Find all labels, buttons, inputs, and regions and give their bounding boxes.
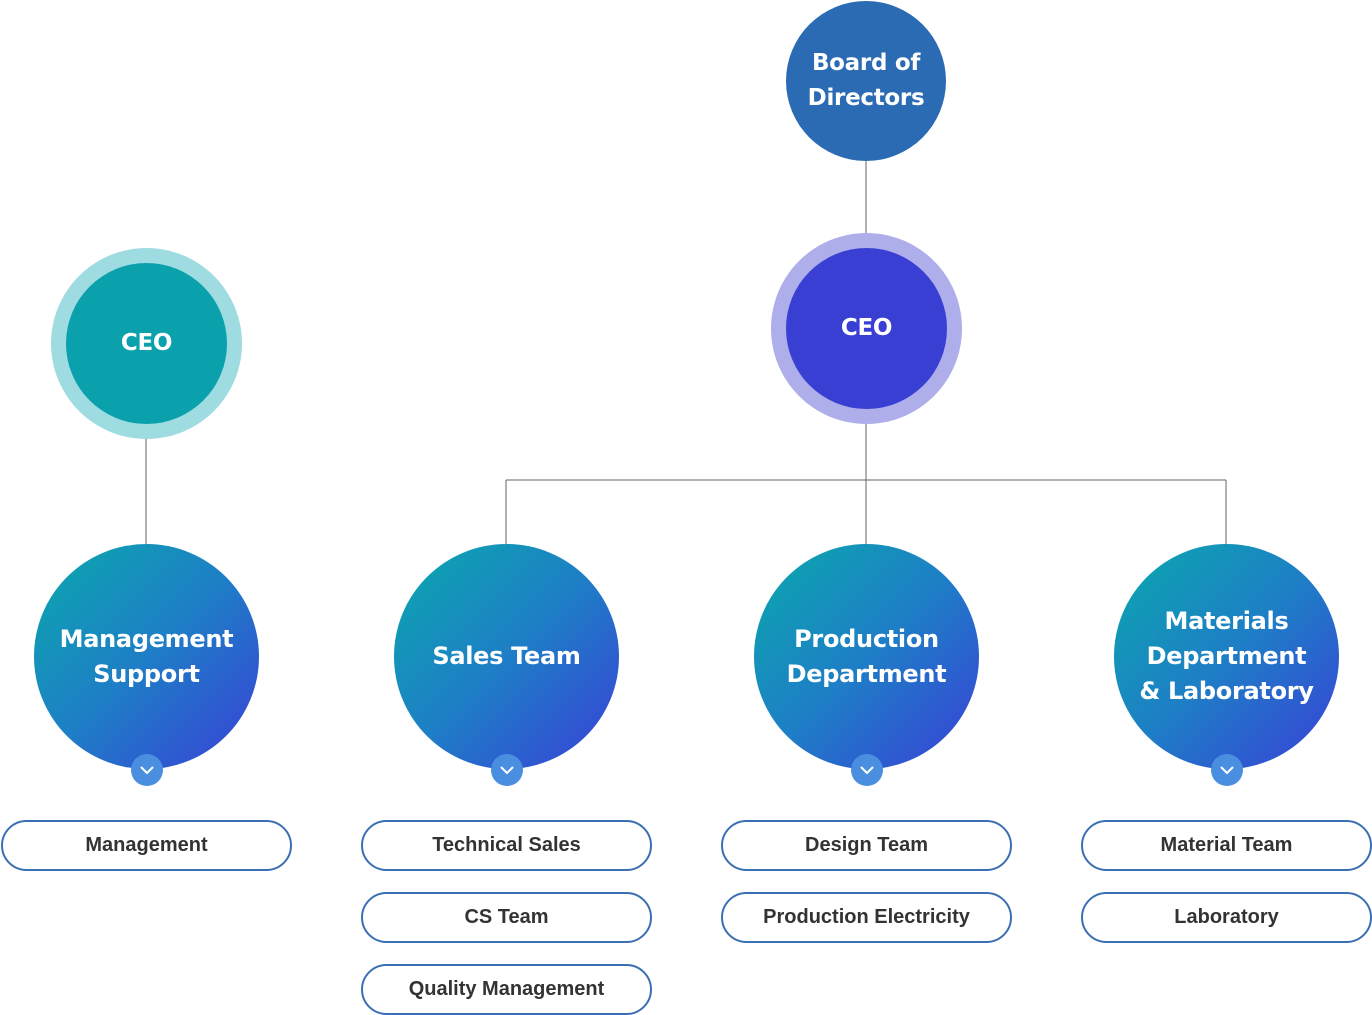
chevron-down-icon [860, 765, 874, 774]
team-pill-material-team[interactable]: Material Team [1081, 820, 1372, 871]
team-pill-technical-sales[interactable]: Technical Sales [361, 820, 652, 871]
chevron-down-icon [1220, 765, 1234, 774]
dept-label: Sales Team [432, 642, 581, 670]
dept-materials-laboratory-expand-button[interactable] [1211, 754, 1243, 786]
team-pill-cs-team[interactable]: CS Team [361, 892, 652, 943]
ceo-left-label: CEO [120, 330, 173, 356]
board-of-directors-node: Board of Directors [786, 1, 946, 161]
team-pill-laboratory[interactable]: Laboratory [1081, 892, 1372, 943]
dept-sales-team-node: Sales Team [394, 544, 619, 769]
chevron-down-icon [140, 765, 154, 774]
dept-label: Management Support [59, 624, 234, 688]
dept-materials-laboratory-node: Materials Department & Laboratory [1114, 544, 1339, 769]
chevron-down-icon [500, 765, 514, 774]
board-of-directors-label: Board of Directors [807, 50, 925, 111]
dept-production-expand-button[interactable] [851, 754, 883, 786]
ceo-main-node: CEO [786, 248, 947, 409]
team-pill-production-electricity[interactable]: Production Electricity [721, 892, 1012, 943]
ceo-left-node: CEO [66, 263, 227, 424]
dept-management-support-expand-button[interactable] [131, 754, 163, 786]
dept-label: Materials Department & Laboratory [1139, 607, 1314, 705]
dept-sales-team-expand-button[interactable] [491, 754, 523, 786]
team-pill-quality-management[interactable]: Quality Management [361, 964, 652, 1015]
ceo-main-label: CEO [840, 315, 893, 341]
dept-production-node: Production Department [754, 544, 979, 769]
dept-label: Production Department [786, 624, 947, 688]
team-pill-design-team[interactable]: Design Team [721, 820, 1012, 871]
dept-management-support-node: Management Support [34, 544, 259, 769]
team-pill-management[interactable]: Management [1, 820, 292, 871]
